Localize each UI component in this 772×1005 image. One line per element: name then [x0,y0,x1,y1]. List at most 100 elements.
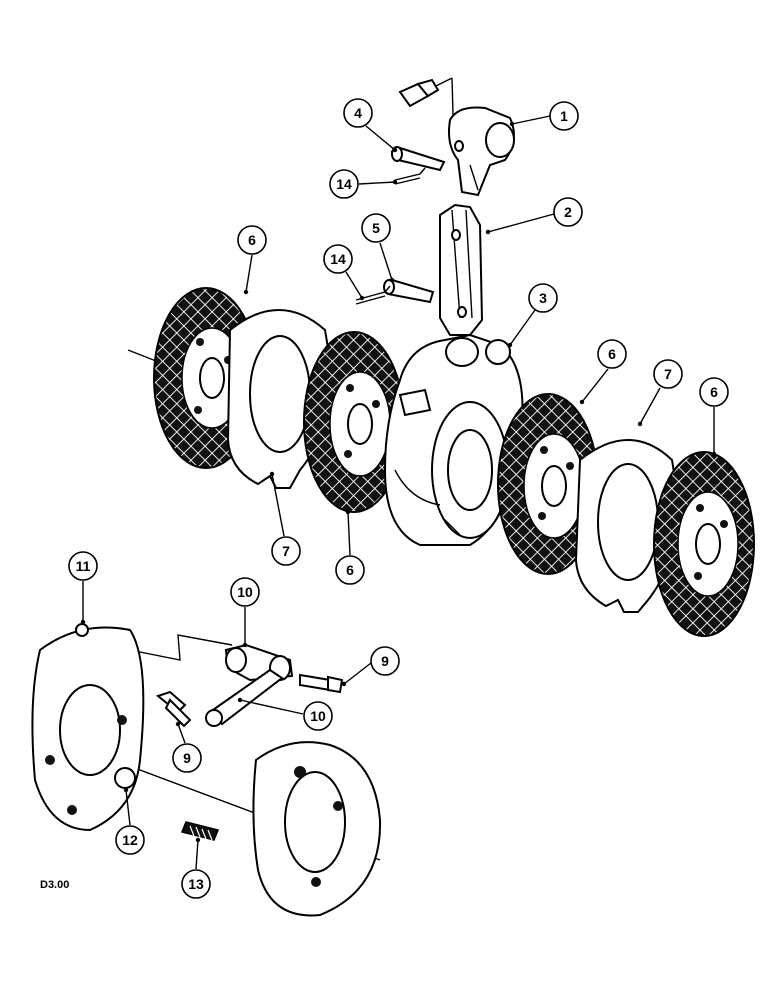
callout-leader [195,839,199,870]
callout-leader [379,242,393,281]
callout-leader [271,473,285,537]
callout-circle [323,244,353,274]
callout-c11: 11 [68,551,98,625]
callout-circle [303,701,333,731]
callout-arrowhead [711,451,717,457]
callout-circle [271,536,301,566]
callout-number: 2 [564,204,572,220]
callout-leader [639,387,661,425]
callout-number: 7 [664,366,672,382]
callout-arrowhead [509,121,515,127]
actuator-bolt [398,77,455,151]
callout-circle [549,101,579,131]
callout-number: 9 [183,750,191,766]
callout-number: 12 [122,832,138,848]
callout-number: 6 [710,384,718,400]
callout-arrowhead [242,642,248,648]
callout-c9b: 9 [172,721,202,773]
callout-leader [345,271,363,299]
callout-leader [581,368,609,403]
callout-circle [597,339,627,369]
callout-leader [343,662,372,685]
callout-leader [358,181,396,185]
callout-circle [553,197,583,227]
callout-circle [335,555,365,585]
cotter-pin-lower [355,285,391,305]
callout-arrowhead [243,289,249,295]
callout-c6b: 6 [335,509,365,585]
callout-arrowhead [123,787,129,793]
callout-c12: 12 [115,787,145,855]
yoke-part-1 [448,106,515,197]
callout-c6d: 6 [699,377,729,457]
callout-c13: 13 [181,837,211,899]
friction-disc-middle [303,331,405,513]
callout-arrowhead [341,681,347,687]
callout-arrowhead [269,471,275,477]
callout-number: 9 [381,653,389,669]
callout-arrowhead [359,295,365,301]
callout-leader [347,511,351,556]
callout-number: 14 [330,251,346,267]
callout-number: 7 [282,543,290,559]
callout-arrowhead [80,619,86,625]
lower-link-dash [129,634,233,661]
callout-circle [361,213,391,243]
callout-number: 3 [539,290,547,306]
callout-number: 13 [188,876,204,892]
bolt-part-9-right [299,673,344,694]
callout-arrowhead [389,277,395,283]
callout-circle [528,283,558,313]
ball-part-12 [114,767,136,789]
bolt-part-9-left [155,690,192,728]
callout-arrowhead [392,179,398,185]
callout-c6a: 6 [237,225,267,295]
callout-number: 6 [248,232,256,248]
clevis-pin-part-5 [383,278,435,304]
callout-leader [125,789,131,826]
callout-circle [329,169,359,199]
callout-number: 4 [354,105,362,121]
callout-leader [245,254,253,293]
callout-number: 10 [310,708,326,724]
callout-c7b: 7 [637,359,683,427]
callout-number: 5 [372,220,380,236]
friction-disc-far-right [653,451,755,637]
callout-c10b: 10 [237,697,333,731]
callout-c5: 5 [361,213,395,283]
callout-circle [230,577,260,607]
callout-leader [177,723,186,744]
callout-circle [343,98,373,128]
callout-c4: 4 [343,98,398,153]
callout-arrowhead [579,399,585,405]
callout-number: 10 [237,584,253,600]
figure-code: D3.00 [40,879,69,891]
backing-plate-right [252,741,382,917]
callout-circle [68,551,98,581]
callout-c14a: 14 [329,169,398,199]
callout-c3: 3 [507,283,558,348]
callout-circle [653,359,683,389]
callout-c2: 2 [485,197,583,235]
separator-plate-right [574,439,678,613]
callout-c1: 1 [509,101,579,131]
callout-leader [365,125,396,151]
spring-part-13 [180,821,220,841]
callout-arrowhead [195,837,201,843]
cotter-pin-upper [394,167,426,185]
link-part-2 [439,203,484,336]
callout-number: 14 [336,176,352,192]
callout-number: 11 [76,558,91,574]
callout-c9a: 9 [341,646,400,687]
callout-leader [509,309,536,346]
callout-number: 6 [608,346,616,362]
callout-arrowhead [175,721,181,727]
callout-number: 1 [560,108,568,124]
callout-c7a: 7 [269,471,301,566]
callout-arrowhead [237,697,243,703]
nut-part-11 [75,623,89,637]
callout-leader [239,699,304,715]
